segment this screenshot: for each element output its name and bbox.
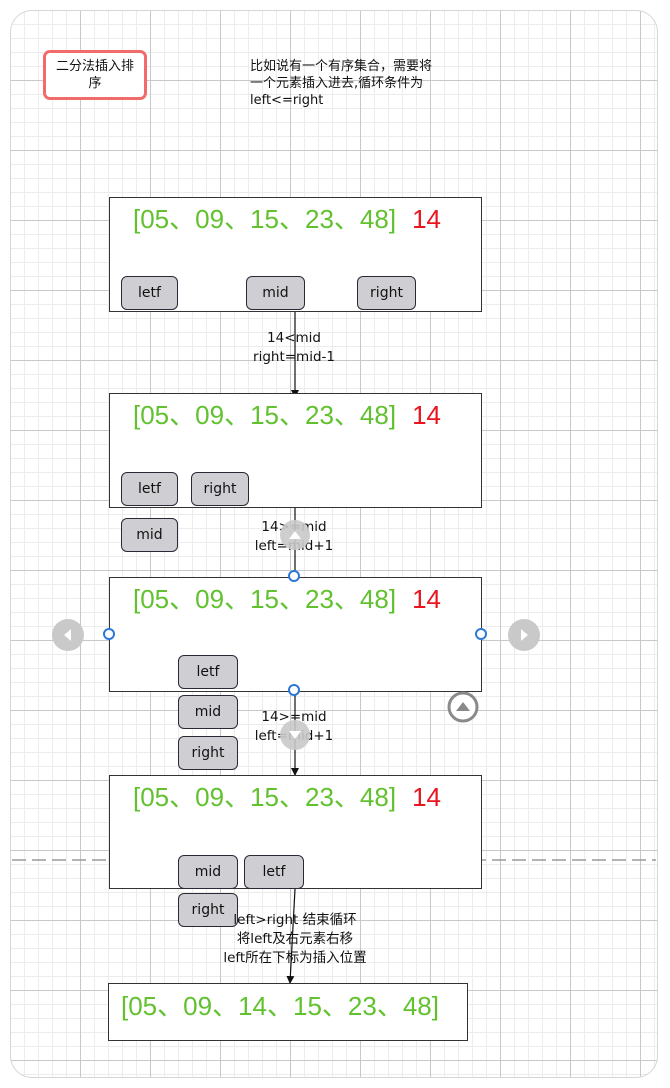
stage-3-array: [05、09、15、23、48] 14 <box>133 584 441 614</box>
down-arrow-icon <box>289 731 301 739</box>
insert-value: 14 <box>412 782 441 812</box>
array-values: [05、09、15、23、48] <box>133 204 397 234</box>
connector-4 <box>286 888 296 984</box>
pointer-mid[interactable]: mid <box>121 518 178 552</box>
array-values: [05、09、15、23、48] <box>133 584 397 614</box>
pointer-right[interactable]: right <box>178 893 238 927</box>
condition-1[interactable]: 14<mid right=mid-1 <box>253 330 335 365</box>
insert-value: 14 <box>412 584 441 614</box>
pointer-mid[interactable]: mid <box>178 855 238 889</box>
pointer-left[interactable]: letf <box>178 655 238 689</box>
collapse-button[interactable] <box>447 691 479 723</box>
condition-4[interactable]: left>right 结束循环 将left及右元素右移 left所在下标为插入位… <box>223 912 367 966</box>
canvas[interactable] <box>10 10 658 1078</box>
up-arrow-icon <box>289 531 301 539</box>
resize-handle-right[interactable] <box>475 628 487 640</box>
nav-left-button[interactable] <box>52 619 84 651</box>
resize-handle-left[interactable] <box>103 628 115 640</box>
final-box[interactable] <box>108 983 468 1041</box>
resize-handle-top[interactable] <box>288 570 300 582</box>
expand-down-button[interactable] <box>280 720 310 750</box>
stage-1-array: [05、09、15、23、48] 14 <box>133 204 441 234</box>
pointer-left[interactable]: letf <box>121 472 178 506</box>
pointer-left[interactable]: letf <box>121 276 178 310</box>
title-box[interactable]: 二分法插入排序 <box>43 50 147 100</box>
array-values: [05、09、15、23、48] <box>133 782 397 812</box>
stage-3-box[interactable] <box>109 577 482 692</box>
pointer-right[interactable]: right <box>191 472 249 506</box>
collapse-up-icon <box>447 691 479 723</box>
pointer-mid[interactable]: mid <box>178 695 238 729</box>
insert-value: 14 <box>412 204 441 234</box>
pointer-right[interactable]: right <box>178 736 238 770</box>
stage-4-array: [05、09、15、23、48] 14 <box>133 782 441 812</box>
note-text[interactable]: 比如说有一个有序集合，需要将 一个元素插入进去,循环条件为 left<=righ… <box>250 59 433 108</box>
final-array: [05、09、14、15、23、48] <box>121 991 439 1021</box>
pointer-mid[interactable]: mid <box>246 276 305 310</box>
stage-2-array: [05、09、15、23、48] 14 <box>133 400 441 430</box>
pointer-right[interactable]: right <box>357 276 416 310</box>
nav-right-button[interactable] <box>508 619 540 651</box>
resize-handle-bottom[interactable] <box>288 684 300 696</box>
array-values: [05、09、15、23、48] <box>133 400 397 430</box>
insert-value: 14 <box>412 400 441 430</box>
pointer-left[interactable]: letf <box>244 855 304 889</box>
expand-up-button[interactable] <box>280 520 310 550</box>
nav-left-icon <box>64 629 71 641</box>
nav-right-icon <box>521 629 528 641</box>
